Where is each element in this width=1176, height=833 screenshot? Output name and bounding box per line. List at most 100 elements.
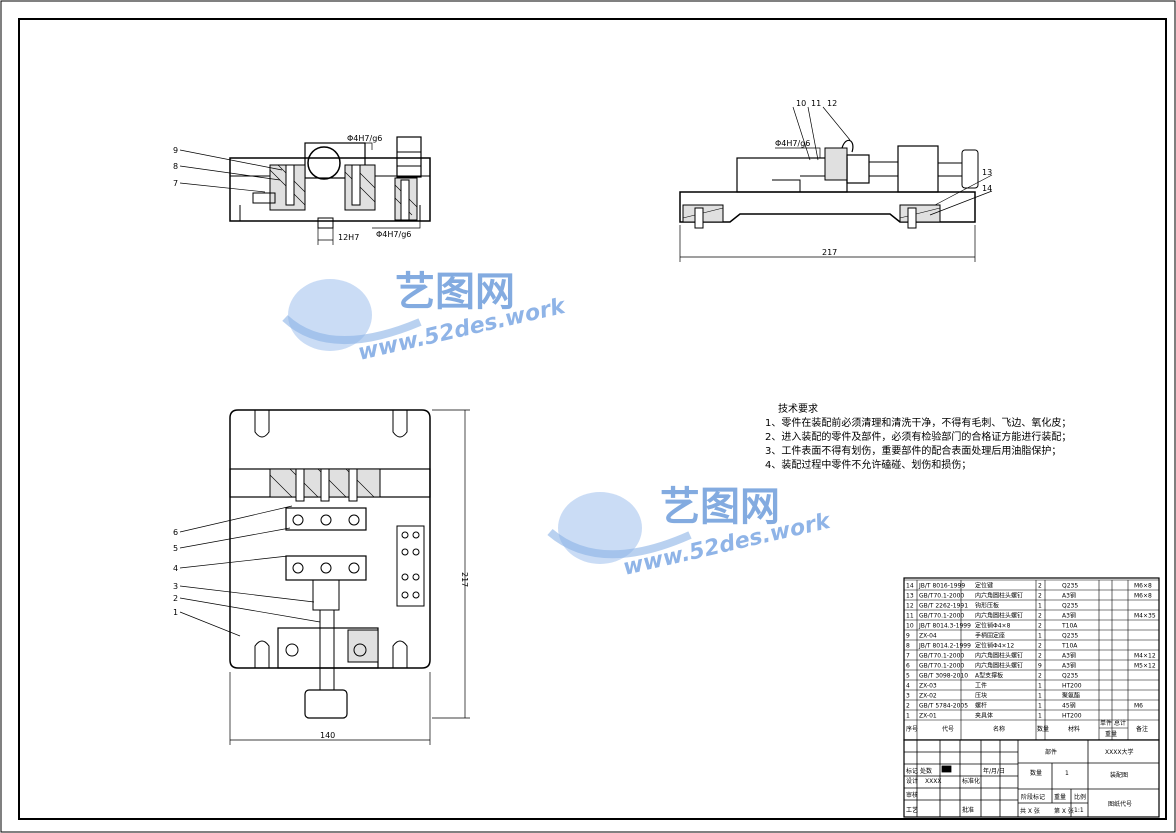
title-sheet-a: 共 X 张 [1020, 807, 1040, 815]
bom-cell-name: 内六角圆柱头螺钉 [975, 652, 1023, 660]
bom-cell-no: 10 [906, 623, 914, 630]
plan-balloon-6: 6 [173, 528, 178, 537]
plan-balloon-1: 1 [173, 608, 178, 617]
bom-cell-material: 聚氨酯 [1062, 692, 1080, 700]
front-dim-width: 12H7 [338, 233, 359, 242]
side-balloon-14: 14 [982, 184, 992, 193]
bom-cell-no: 13 [906, 593, 914, 600]
title-std-label: 标准化 [962, 777, 980, 785]
bom-cell-note: M4×12 [1134, 653, 1156, 660]
bom-header-name: 名称 [993, 725, 1005, 733]
bom-cell-material: Q235 [1062, 583, 1078, 590]
bom-cell-qty: 2 [1038, 583, 1042, 590]
bom-cell-material: A3钢 [1062, 612, 1076, 620]
bom-cell-code: GB/T 5784-2005 [919, 703, 968, 710]
bom-cell-name: 钩形压板 [975, 602, 999, 610]
bom-cell-no: 1 [906, 713, 910, 720]
bom-cell-qty: 1 [1038, 693, 1042, 700]
front-balloon-7: 7 [173, 179, 178, 188]
title-sheet-b: 第 X 张 [1054, 807, 1074, 815]
front-balloon-9: 9 [173, 146, 178, 155]
watermark-1: 艺图网 www.52des.work [282, 269, 569, 366]
bom-header: 序号 代号 名称 数量 材料 单件 总计 重量 备注 [906, 719, 1148, 738]
bom-cell-name: 夹具体 [975, 712, 993, 720]
bom-cell-qty: 1 [1038, 603, 1042, 610]
bom-cell-note: M6×8 [1134, 583, 1152, 590]
title-weight-label: 重量 [1054, 793, 1066, 801]
bom-header-qty: 数量 [1037, 725, 1049, 733]
bom-cell-no: 2 [906, 703, 910, 710]
bom-cell-material: A3钢 [1062, 652, 1076, 660]
bom-cell-qty: 2 [1038, 653, 1042, 660]
tech-item-3: 3、工件表面不得有划伤，重要部件的配合表面处理后用油脂保护； [765, 444, 1061, 457]
front-fit-bottom: Φ4H7/g6 [376, 230, 411, 239]
bom-cell-code: GB/T70.1-2000 [919, 663, 964, 670]
bom-cell-qty: 1 [1038, 703, 1042, 710]
side-balloon-12: 12 [827, 99, 837, 108]
bom-cell-no: 8 [906, 643, 910, 650]
bom-cell-material: HT200 [1062, 713, 1082, 720]
plan-dim-width: 140 [320, 731, 335, 740]
title-block [903, 739, 1160, 818]
title-scale-value: 1:1 [1074, 807, 1084, 814]
tech-item-2: 2、进入装配的零件及部件，必须有检验部门的合格证方能进行装配； [765, 430, 1071, 443]
title-review-label: 审核 [906, 791, 918, 799]
bom-cell-code: JB/T 8014.2-1999 [918, 643, 971, 650]
bom-cell-qty: 1 [1038, 713, 1042, 720]
bom-cell-name: 螺杆 [975, 702, 987, 710]
bom-cell-code: GB/T 3098-2010 [919, 673, 968, 680]
bom-cell-note: M6×8 [1134, 593, 1152, 600]
tech-requirements: 技术要求 1、零件在装配前必须清理和清洗干净，不得有毛刺、飞边、氧化皮； 2、进… [765, 402, 1071, 471]
bom-cell-qty: 2 [1038, 613, 1042, 620]
bom-cell-name: 定位键 [975, 582, 993, 590]
title-drawing-no-label: 图纸代号 [1108, 800, 1132, 808]
plan-balloon-3: 3 [173, 582, 178, 591]
title-scale-label: 比例 [1074, 793, 1086, 801]
bom-header-unit-weight: 单件 [1100, 719, 1112, 727]
bom-cell-name: A型支撑板 [975, 672, 1003, 680]
bom-cell-qty: 1 [1038, 683, 1042, 690]
bom-cell-qty: 1 [1038, 633, 1042, 640]
side-view [679, 106, 993, 262]
bom-cell-code: JB/T 8014.3-1999 [918, 623, 971, 630]
bom-cell-name: 手柄固定座 [975, 632, 1005, 640]
bom-header-material: 材料 [1068, 725, 1080, 733]
bom-cell-qty: 2 [1038, 623, 1042, 630]
title-drawing-type: 装配图 [1110, 771, 1128, 779]
plan-view [179, 409, 470, 745]
bom-cell-code: ZX-01 [919, 713, 937, 720]
front-fit-top: Φ4H7/g6 [347, 134, 382, 143]
tech-item-1: 1、零件在装配前必须清理和清洗干净，不得有毛刺、飞边、氧化皮； [765, 416, 1071, 429]
title-date-label: 年/月/日 [983, 767, 1005, 775]
watermark-brand-1: 艺图网 [395, 269, 515, 315]
bom-cell-code: JB/T 8016-1999 [918, 583, 965, 590]
bom-cell-no: 4 [906, 683, 910, 690]
title-mark-label: 标记 [906, 767, 918, 775]
front-view [179, 136, 431, 245]
bom-cell-name: 定位销Φ4×8 [975, 622, 1011, 630]
title-quantity-label: 数量 [1030, 769, 1042, 777]
bom-header-no: 序号 [906, 725, 918, 733]
title-designer-label: 设计 [906, 777, 918, 785]
title-approve-label: 批准 [962, 806, 974, 814]
bom-cell-qty: 9 [1038, 663, 1042, 670]
side-balloon-13: 13 [982, 168, 992, 177]
bom-header-weight: 重量 [1105, 730, 1117, 738]
inner-border [18, 18, 1167, 820]
bom-cell-no: 11 [906, 613, 914, 620]
bom-cell-material: Q235 [1062, 673, 1078, 680]
bom-cell-code: ZX-03 [919, 683, 937, 690]
front-balloon-8: 8 [173, 162, 178, 171]
bom-cell-material: T10A [1061, 643, 1078, 650]
side-dim-length: 217 [822, 248, 837, 257]
plan-dim-height: 217 [460, 572, 469, 587]
bom-cell-code: GB/T 2262-1991 [919, 603, 968, 610]
bom-cell-material: A3钢 [1062, 592, 1076, 600]
bom-cell-code: ZX-02 [919, 693, 937, 700]
bom-cell-material: HT200 [1062, 683, 1082, 690]
bom-cell-no: 12 [906, 603, 914, 610]
bom-cell-note: M6 [1134, 703, 1143, 710]
side-balloon-11: 11 [811, 99, 821, 108]
